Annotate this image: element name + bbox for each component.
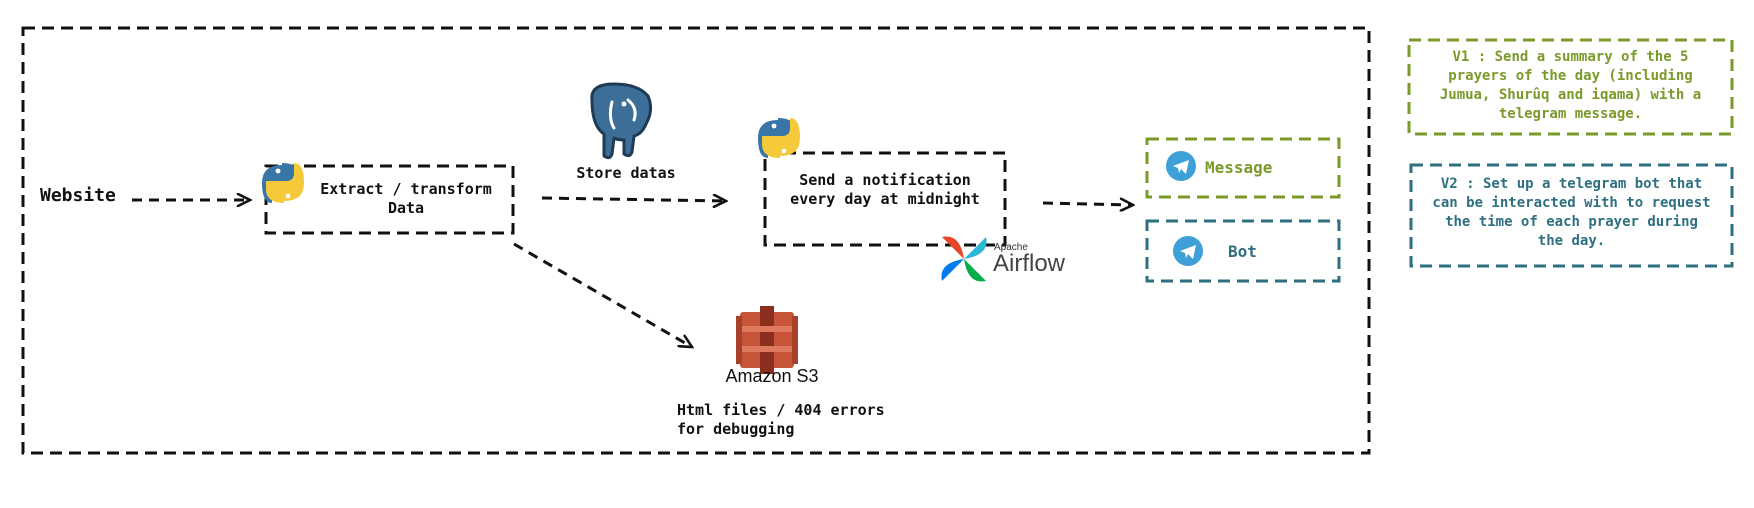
v2-line-1: V2 : Set up a telegram bot that <box>1440 176 1703 192</box>
notify-label: Send a notification every day at midnigh… <box>770 171 1000 209</box>
extract-label-line-1: Extract / transform <box>320 180 492 198</box>
v2-line-4: the day. <box>1537 233 1606 249</box>
v1-line-1: V1 : Send a summary of the 5 <box>1452 49 1689 65</box>
apache-airflow-icon <box>941 236 987 282</box>
notify-label-line-1: Send a notification <box>799 171 971 189</box>
airflow-small-label: Apache <box>994 242 1028 253</box>
v1-line-4: telegram message. <box>1498 106 1643 122</box>
message-box <box>1145 137 1341 199</box>
arrow-extract-to-s3 <box>513 242 692 347</box>
python-icon <box>758 118 800 158</box>
telegram-icon <box>1166 151 1196 181</box>
postgresql-elephant-icon <box>590 82 653 160</box>
v2-box <box>1409 163 1734 268</box>
v1-line-3: Jumua, Shurûq and iqama) with a <box>1439 87 1702 103</box>
notify-box <box>763 151 1007 247</box>
amazon-s3-icon <box>736 306 798 374</box>
extract-label-line-2: Data <box>387 199 425 217</box>
extract-label: Extract / transform Data <box>300 180 512 218</box>
arrow-notify-to-telegram <box>1042 203 1133 205</box>
website-label: Website <box>40 185 116 206</box>
v2-line-3: the time of each prayer during <box>1445 214 1698 230</box>
airflow-label: Airflow <box>993 250 1066 277</box>
s3-label: Amazon S3 <box>725 366 819 386</box>
notify-label-line-2: every day at midnight <box>790 190 980 208</box>
bot-box <box>1145 219 1341 283</box>
v1-box <box>1407 38 1734 136</box>
arrow-extract-to-notify <box>541 198 726 201</box>
s3-note-line-1: Html files / 404 errors <box>677 401 885 419</box>
s3-note: Html files / 404 errors for debugging <box>677 401 937 439</box>
v1-line-2: prayers of the day (including <box>1448 68 1693 84</box>
bot-label: Bot <box>1228 242 1257 261</box>
s3-note-line-2: for debugging <box>677 420 795 438</box>
v2-line-2: can be interacted with to request <box>1432 195 1711 211</box>
v2-text: V2 : Set up a telegram bot that can be i… <box>1413 175 1730 251</box>
outer-frame <box>21 26 1371 455</box>
python-icon <box>262 163 304 203</box>
store-label: Store datas <box>576 164 676 182</box>
telegram-icon <box>1173 236 1203 266</box>
v1-text: V1 : Send a summary of the 5 prayers of … <box>1412 48 1729 124</box>
message-label: Message <box>1205 158 1273 177</box>
